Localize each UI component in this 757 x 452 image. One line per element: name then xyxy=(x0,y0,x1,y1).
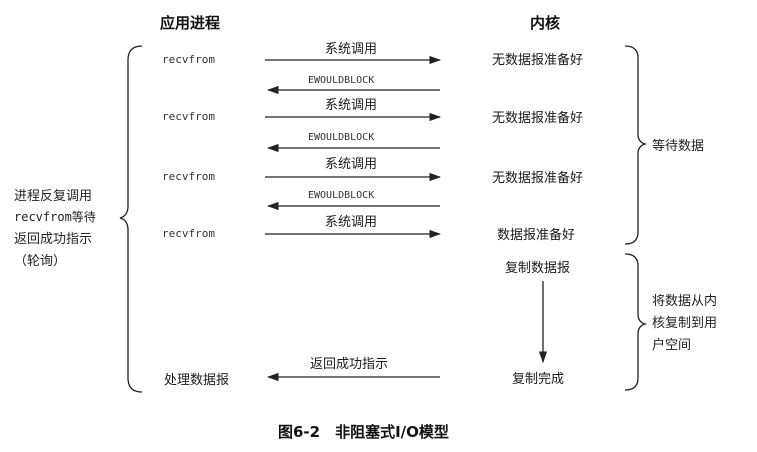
kernel-header: 内核 xyxy=(530,14,560,32)
left-brace xyxy=(119,45,143,393)
process-datagram-label: 处理数据报 xyxy=(164,373,229,388)
figure-caption: 图6-2 非阻塞式I/O模型 xyxy=(278,423,449,441)
syscall-label-1: 系统调用 xyxy=(325,42,377,57)
kernel-state-2: 无数据报准备好 xyxy=(492,110,583,126)
kernel-state-4: 数据报准备好 xyxy=(497,227,575,243)
ewouldblock-label-2: EWOULDBLOCK xyxy=(308,132,374,143)
ewouldblock-label-3: EWOULDBLOCK xyxy=(308,190,374,201)
recvfrom-label-1: recvfrom xyxy=(162,53,215,66)
recvfrom-label-3: recvfrom xyxy=(162,170,215,183)
kernel-state-3: 无数据报准备好 xyxy=(492,170,583,186)
copy-datagram-label: 复制数据报 xyxy=(505,261,570,276)
syscall-label-3: 系统调用 xyxy=(325,157,377,172)
copy-complete-label: 复制完成 xyxy=(512,372,564,387)
left-note-line-4: （轮询） xyxy=(14,254,66,269)
kernel-state-1: 无数据报准备好 xyxy=(492,52,583,68)
left-note-line-1: 进程反复调用 xyxy=(14,189,92,204)
left-note-line-3: 返回成功指示 xyxy=(14,232,92,247)
return-success-label: 返回成功指示 xyxy=(310,357,388,372)
ewouldblock-label-1: EWOULDBLOCK xyxy=(308,75,374,86)
recvfrom-label-2: recvfrom xyxy=(162,110,215,123)
app-process-header: 应用进程 xyxy=(160,14,220,32)
copy-note-line-3: 户空间 xyxy=(652,337,691,353)
right-brace-copy xyxy=(624,253,648,391)
copy-note-line-1: 将数据从内 xyxy=(652,293,717,309)
left-note-line-2: recvfrom等待 xyxy=(14,210,96,224)
recvfrom-label-4: recvfrom xyxy=(162,227,215,240)
wait-for-data-label: 等待数据 xyxy=(652,138,704,154)
syscall-label-2: 系统调用 xyxy=(325,98,377,113)
copy-note-line-2: 核复制到用 xyxy=(652,316,717,331)
right-brace-wait xyxy=(624,45,648,245)
syscall-label-4: 系统调用 xyxy=(325,215,377,230)
